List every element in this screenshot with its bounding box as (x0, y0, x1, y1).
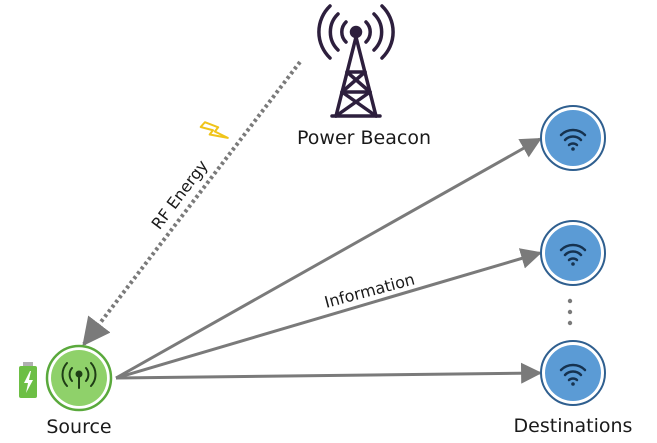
destinations-label: Destinations (514, 415, 633, 437)
lightning-bolt-icon (199, 121, 229, 139)
rf-energy-arrow (82, 60, 302, 347)
information-label: Information (322, 270, 416, 312)
antenna-signal-icon (61, 362, 97, 389)
info-arrow-to-destination-3 (115, 362, 543, 384)
wifi-icon (559, 128, 587, 151)
power-beacon-label: Power Beacon (297, 127, 431, 149)
source-label: Source (46, 416, 111, 438)
info-arrow-to-destination-2 (115, 248, 543, 380)
source-node (45, 344, 113, 412)
battery-icon (19, 362, 37, 398)
destination-node-3 (540, 340, 606, 406)
info-arrow-to-destination-1 (115, 137, 542, 380)
destination-node-2 (540, 220, 606, 286)
vertical-ellipsis (567, 298, 573, 326)
destination-node-1 (540, 105, 606, 171)
radio-tower-icon (317, 4, 395, 118)
wifi-icon (559, 243, 587, 266)
wifi-icon (559, 363, 587, 386)
